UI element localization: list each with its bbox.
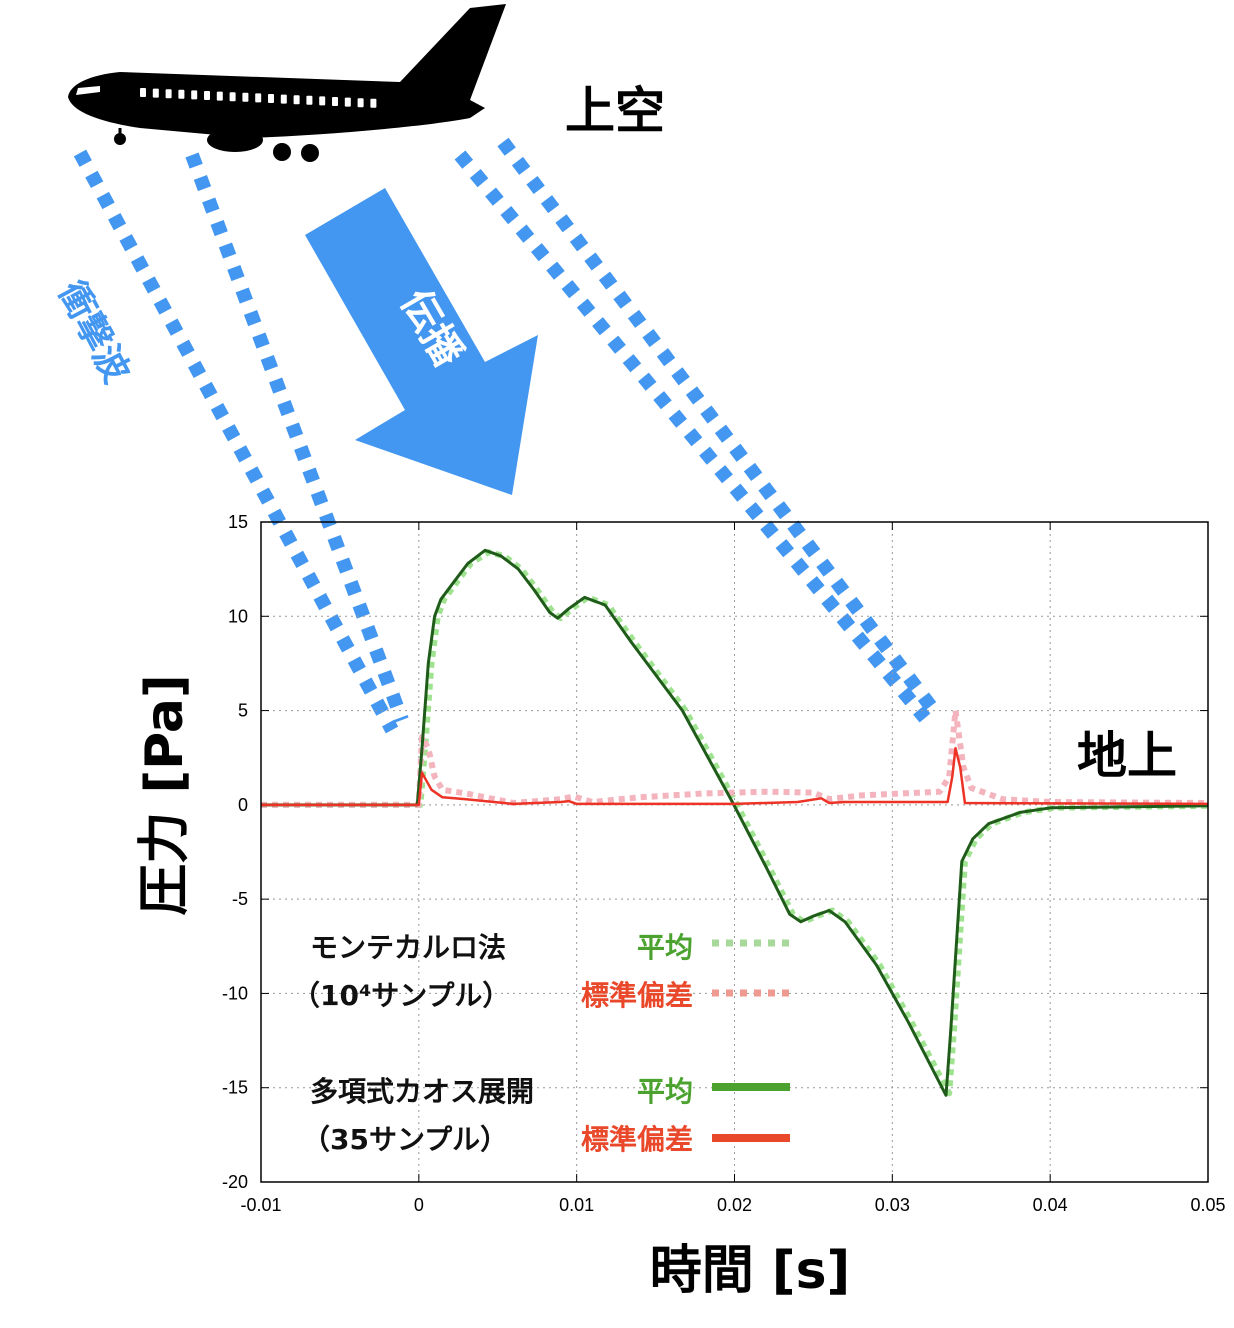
series-pce-std bbox=[261, 747, 1209, 807]
plot-frame bbox=[260, 521, 1209, 1183]
y-tick-label: 15 bbox=[228, 512, 248, 532]
x-tick-label: 0 bbox=[414, 1195, 424, 1215]
airplane-icon bbox=[68, 4, 506, 162]
legend-pce-std-label: 標準偏差 bbox=[581, 1123, 693, 1156]
series-mc-std bbox=[261, 707, 1209, 808]
y-tick-label: -10 bbox=[222, 983, 248, 1003]
y-tick-label: 0 bbox=[238, 795, 248, 815]
shockwave-line bbox=[185, 152, 409, 723]
x-axis-label: 時間 [s] bbox=[650, 1241, 851, 1301]
legend-mc-mean-label: 平均 bbox=[637, 931, 693, 964]
shockwave-lines bbox=[73, 137, 941, 734]
sky-label: 上空 bbox=[565, 82, 665, 140]
legend-mc-samples: （10⁴サンプル） bbox=[292, 979, 510, 1012]
x-tick-labels: -0.01 0 0.01 0.02 0.03 0.04 0.05 bbox=[240, 1195, 1225, 1215]
legend: モンテカルロ法 （10⁴サンプル） 平均 標準偏差 多項式カオス展開 （35サン… bbox=[292, 931, 790, 1156]
shockwave-line bbox=[454, 150, 931, 723]
x-tick-label: 0.04 bbox=[1033, 1195, 1068, 1215]
x-tick-label: 0.02 bbox=[717, 1195, 752, 1215]
legend-pce-title: 多項式カオス展開 bbox=[310, 1075, 534, 1108]
propagation-arrow-icon bbox=[305, 188, 538, 495]
series-pce-mean bbox=[261, 548, 1209, 1097]
y-tick-label: 10 bbox=[228, 606, 248, 626]
y-tick-label: 5 bbox=[238, 701, 248, 721]
x-tick-label: 0.01 bbox=[559, 1195, 594, 1215]
shockwave-line bbox=[497, 137, 941, 717]
ground-label: 地上 bbox=[1077, 727, 1177, 785]
series-group bbox=[261, 548, 1209, 1097]
legend-mc-std-label: 標準偏差 bbox=[581, 979, 693, 1012]
x-tick-label: 0.03 bbox=[875, 1195, 910, 1215]
x-tick-label: 0.05 bbox=[1190, 1195, 1225, 1215]
y-tick-label: -15 bbox=[222, 1078, 248, 1098]
legend-pce-mean-label: 平均 bbox=[637, 1075, 693, 1108]
y-tick-label: -20 bbox=[222, 1172, 248, 1192]
y-tick-label: -5 bbox=[232, 889, 248, 909]
y-tick-labels: 15 10 5 0 -5 -10 -15 -20 bbox=[222, 512, 248, 1192]
y-axis-label: 圧力 [Pa] bbox=[135, 674, 195, 915]
x-tick-label: -0.01 bbox=[240, 1195, 281, 1215]
legend-mc-title: モンテカルロ法 bbox=[310, 931, 506, 964]
shockwave-label: 衝撃波 bbox=[50, 274, 137, 390]
legend-pce-samples: （35サンプル） bbox=[302, 1123, 508, 1156]
